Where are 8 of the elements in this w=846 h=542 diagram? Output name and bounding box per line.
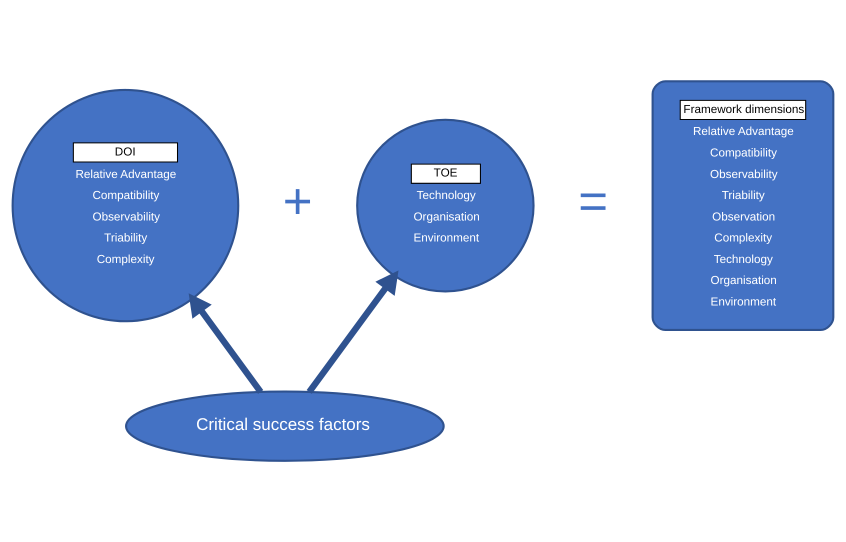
node-box: Framework dimensions Relative Advantage Compatibility Observability Triability Observation Complexity Technology Organisation Environment bbox=[652, 80, 834, 332]
arrow bbox=[188, 293, 264, 394]
arrow bbox=[306, 270, 399, 394]
label: + bbox=[282, 172, 313, 230]
label: = bbox=[578, 172, 608, 230]
node-circle: DOI Relative Advantage Compatibility Observability Triability Complexity bbox=[12, 88, 240, 322]
node-ellipse: Critical success factors bbox=[125, 390, 445, 462]
node-circle: TOE Technology Organisation Environment bbox=[356, 118, 535, 292]
